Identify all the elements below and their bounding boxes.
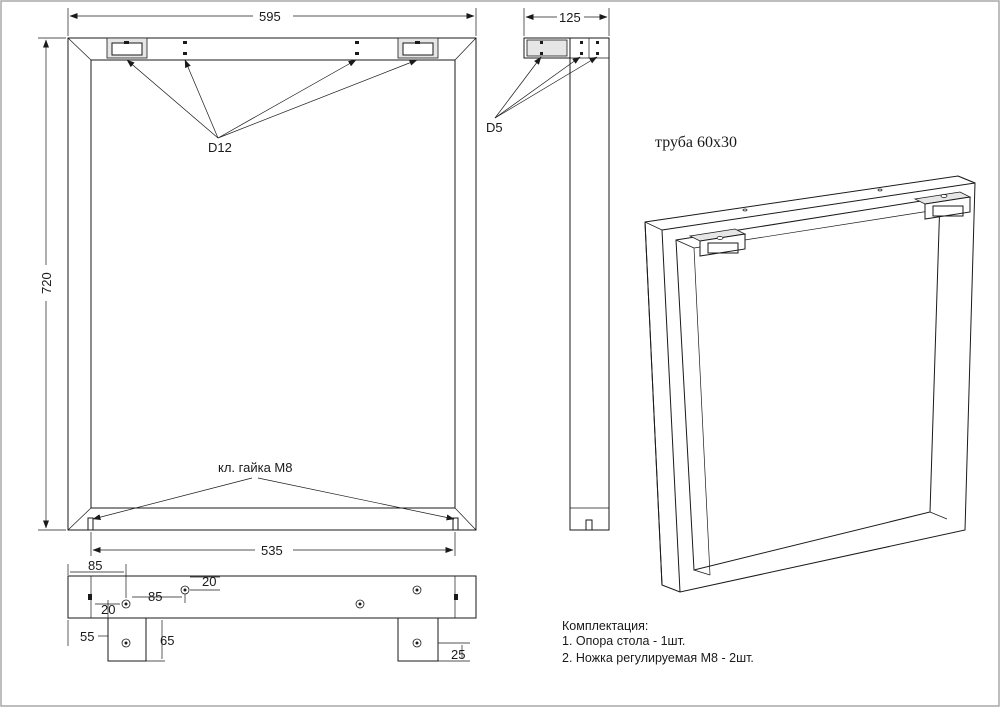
dim-side-width: 125 bbox=[559, 10, 581, 25]
d12-label: D12 bbox=[208, 140, 232, 155]
front-view: D12 кл. гайка М8 595 720 535 bbox=[38, 8, 477, 558]
dim-plan-85-mid: 85 bbox=[148, 589, 162, 604]
dim-plan-20-top: 20 bbox=[202, 574, 216, 589]
pipe-label: труба 60x30 bbox=[655, 134, 737, 151]
dim-plan-25: 25 bbox=[451, 647, 465, 662]
dim-plan-55: 55 bbox=[80, 629, 94, 644]
kit-item-2: 2. Ножка регулируемая М8 - 2шт. bbox=[562, 651, 754, 665]
dim-plan-85-left: 85 bbox=[88, 558, 102, 573]
dim-inner-width: 535 bbox=[261, 543, 283, 558]
dim-front-width: 595 bbox=[259, 9, 281, 24]
kit-item-1: 1. Опора стола - 1шт. bbox=[562, 634, 685, 648]
dim-plan-20-left: 20 bbox=[101, 602, 115, 617]
nut-label: кл. гайка М8 bbox=[218, 460, 292, 475]
plan-view: 85 85 20 20 55 65 25 bbox=[67, 558, 477, 662]
d5-label: D5 bbox=[486, 120, 503, 135]
isometric-view: труба 60x30 bbox=[644, 134, 976, 593]
kit-notes: Комплектация: 1. Опора стола - 1шт. 2. Н… bbox=[562, 619, 754, 665]
kit-title: Комплектация: bbox=[562, 619, 648, 633]
dim-plan-65: 65 bbox=[160, 633, 174, 648]
side-view: D5 125 bbox=[486, 8, 610, 531]
dim-front-height: 720 bbox=[39, 272, 54, 294]
